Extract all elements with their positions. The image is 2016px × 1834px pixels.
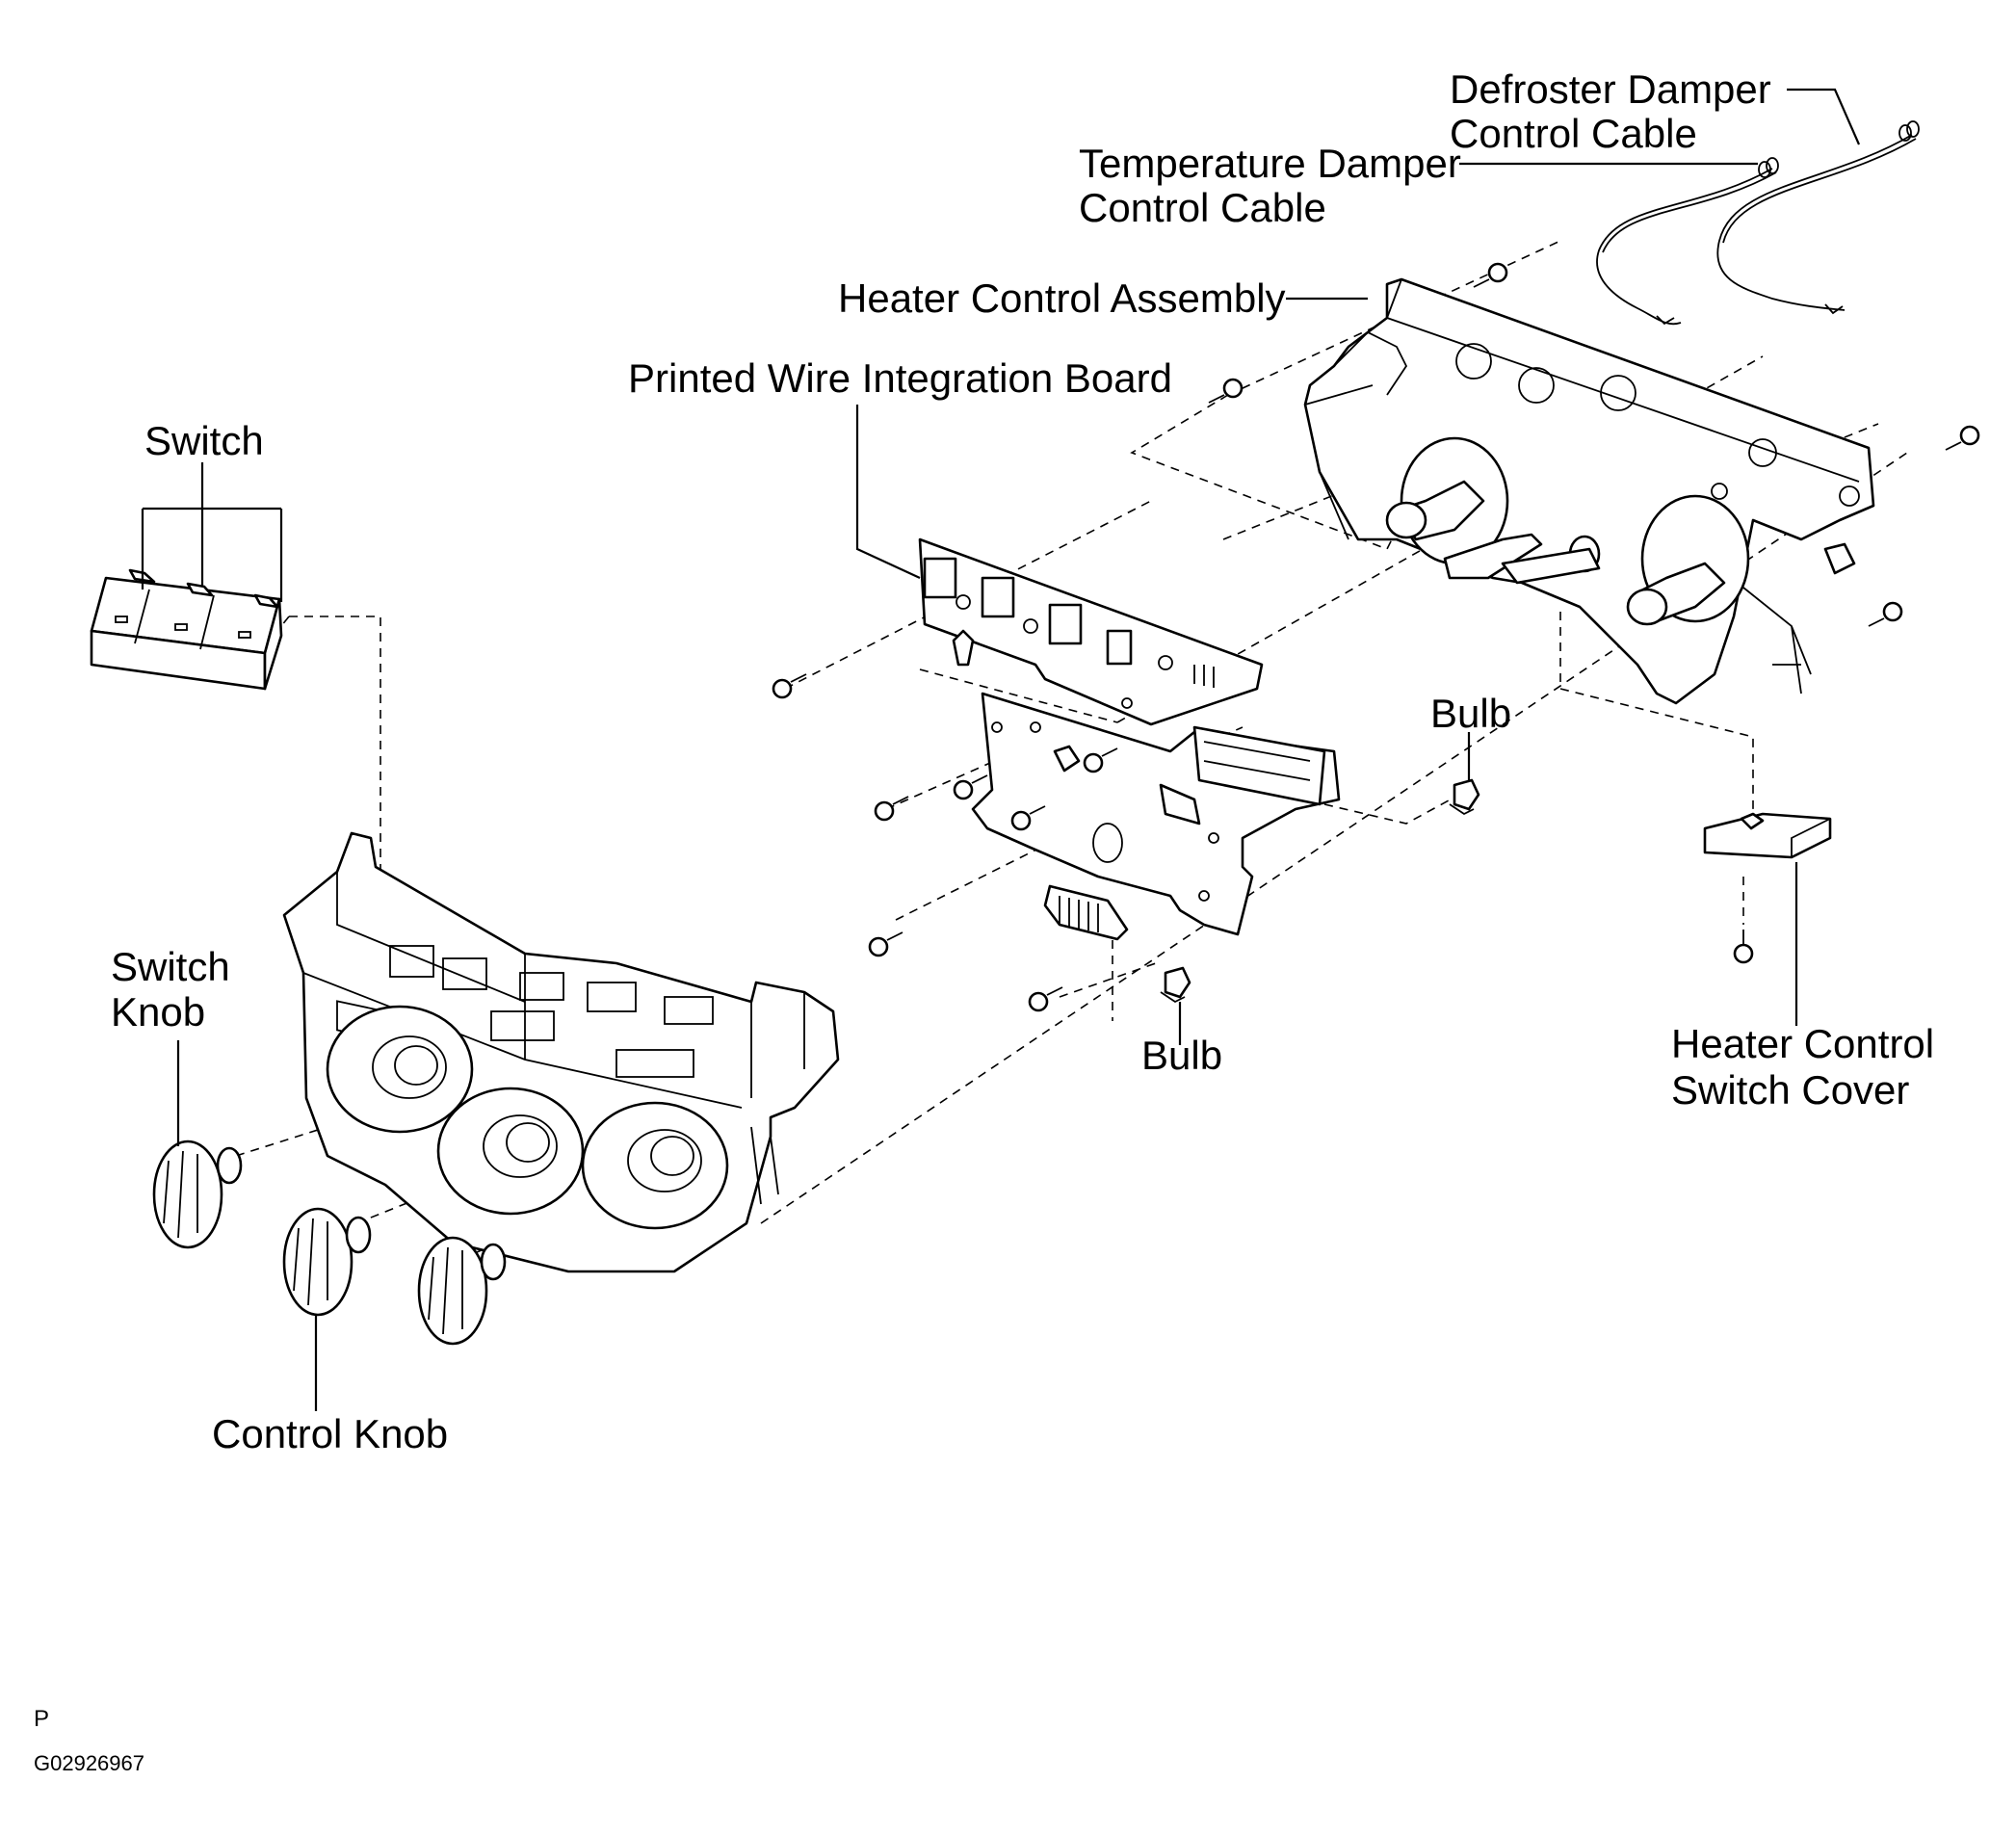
defroster-damper-cable-part [1716,120,1920,315]
circuit-board-lower [971,692,1341,941]
label-bulb-upper: Bulb [1430,691,1511,736]
bulb-upper-part [1449,778,1480,816]
screw-icon [772,673,807,699]
leader-lines [141,88,1861,1411]
screw-icon [1868,601,1903,627]
labels: Defroster Damper Control Cable Temperatu… [111,66,1934,1456]
label-switch: Switch [144,418,264,463]
control-knob-part-right [417,1236,507,1346]
switch-part [90,568,283,691]
heater-control-switch-cover-part [1703,812,1832,859]
heater-control-assembly-part [1303,277,1875,705]
screw-icon [1010,805,1046,831]
label-defroster-cable-line1: Defroster Damper [1450,66,1771,112]
label-temperature-cable-line1: Temperature Damper [1079,141,1461,186]
screw-icon [868,931,903,957]
bulb-lower-part [1160,966,1191,1004]
screw-icon [1945,425,1980,451]
label-bulb-lower: Bulb [1141,1033,1222,1078]
label-switch-knob-line2: Knob [111,989,205,1035]
control-knob-part-left [282,1207,372,1317]
footer-marker: P [34,1706,49,1732]
label-defroster-cable-line2: Control Cable [1450,111,1697,156]
label-control-knob: Control Knob [212,1411,448,1456]
label-temperature-cable-line2: Control Cable [1079,185,1326,230]
screws [772,262,1980,1012]
screw-icon [1473,262,1508,288]
screw-icon [953,774,988,800]
screw-icon [1028,986,1063,1012]
figure-code: G02926967 [34,1751,144,1775]
label-switch-knob-line1: Switch [111,944,230,989]
label-switch-cover-line1: Heater Control [1671,1021,1934,1066]
screw-icon [1208,378,1244,404]
screw-icon [1083,747,1118,773]
heater-control-panel [282,831,840,1273]
screw-icon [1733,930,1754,964]
label-printed-wire-board: Printed Wire Integration Board [628,355,1172,401]
switch-knob-part [152,1140,243,1249]
label-switch-cover-line2: Switch Cover [1671,1067,1909,1113]
footer: P G02926967 [34,1706,144,1775]
label-heater-control-assembly: Heater Control Assembly [838,275,1286,321]
temperature-damper-cable-part [1596,157,1779,326]
printed-wire-board-part [918,537,1264,726]
screw-icon [874,796,909,822]
